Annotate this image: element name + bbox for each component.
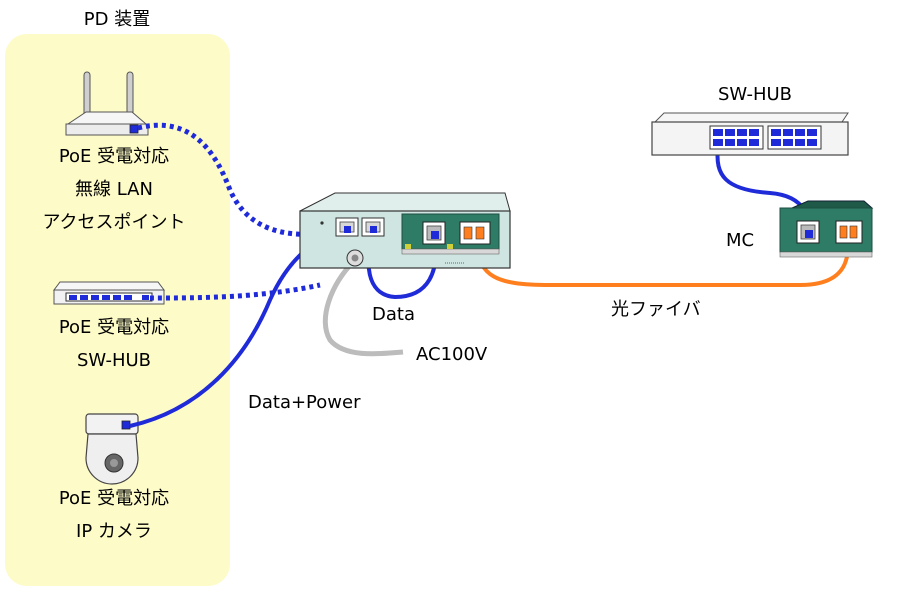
ap-label-line-2: 無線 LAN	[75, 179, 153, 200]
wireless-ap-icon	[65, 71, 149, 136]
ac-label: AC100V	[416, 344, 488, 365]
ap-dotted-link	[137, 122, 346, 237]
ac-power-cable	[322, 258, 404, 357]
media-converter-module	[401, 213, 500, 264]
camera-label-line-2: IP カメラ	[76, 521, 152, 542]
pd-group-panel	[5, 34, 230, 586]
ip-camera-icon	[85, 413, 139, 485]
data-label: Data	[372, 304, 415, 325]
sw-hub-label: SW-HUB	[718, 84, 792, 105]
pd-hub-label-line-2: SW-HUB	[77, 350, 151, 371]
pd-group-title: PD 装置	[84, 9, 150, 30]
pd-switch-hub-icon	[53, 281, 165, 305]
ap-label-line-3: アクセスポイント	[42, 212, 185, 233]
pd-hub-dotted-link	[149, 282, 321, 301]
pd-hub-label-line-1: PoE 受電対応	[59, 317, 169, 338]
data-power-label: Data+Power	[248, 392, 361, 413]
fiber-label: 光ファイバ	[611, 299, 701, 320]
backbone-switch-hub-icon	[651, 112, 849, 156]
ap-label-line-1: PoE 受電対応	[59, 146, 169, 167]
standalone-media-converter	[779, 200, 874, 258]
mc-label: MC	[726, 230, 754, 251]
camera-label-line-1: PoE 受電対応	[59, 488, 169, 509]
